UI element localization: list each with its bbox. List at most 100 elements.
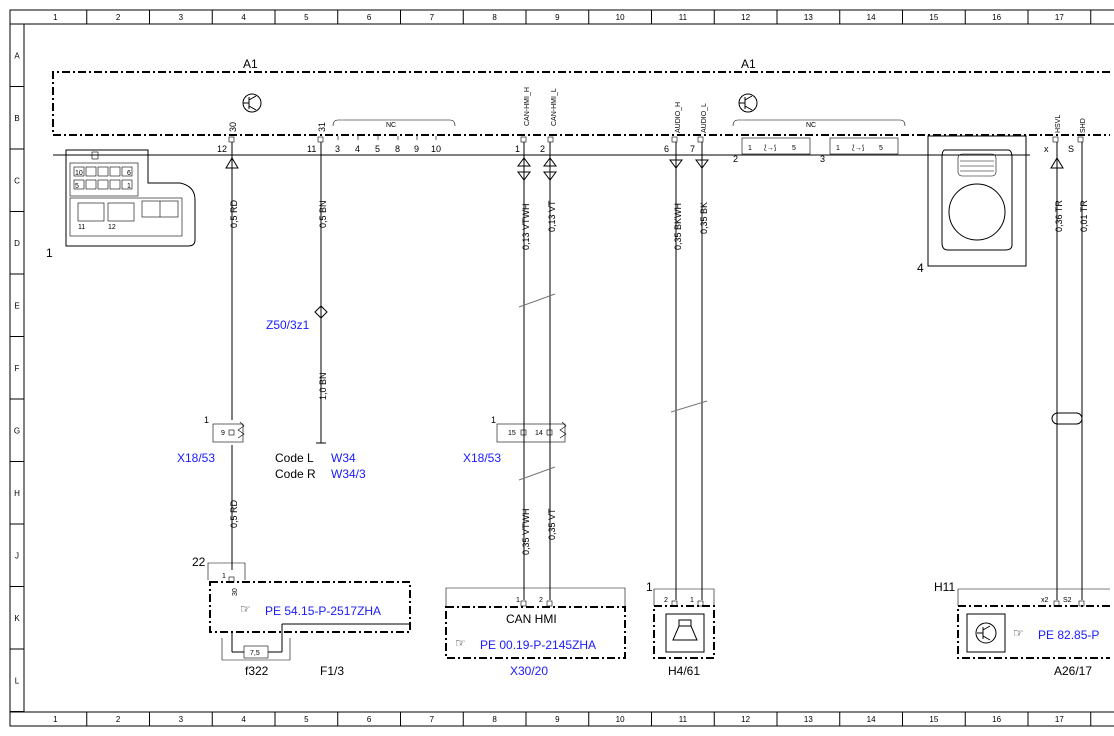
reference-icon: ☞ [1013,626,1024,640]
grid-row-label: D [14,239,20,248]
code-r-link[interactable]: W34/3 [331,467,366,481]
svg-text:3: 3 [820,154,825,164]
svg-text:CAN HMI: CAN HMI [506,612,557,626]
svg-text:6: 6 [664,144,669,154]
x18-53-right: 1 15 14 X18/53 [463,415,567,465]
reference-icon: ☞ [455,636,466,650]
h4-61-speaker: 1 2 1 H4/61 [646,580,715,678]
grid-column-label: 1 [53,13,58,22]
z50-node: Z50/3z1 Code L W34 Code R W34/3 [266,318,366,481]
pe54-link[interactable]: PE 54.15-P-2517ZHA [265,604,381,618]
svg-text:9: 9 [414,144,419,154]
a1-label-right: A1 [741,57,756,71]
svg-text:0,35 VTWH: 0,35 VTWH [521,508,531,555]
svg-text:5: 5 [792,145,796,152]
grid-column-label: 16 [992,715,1001,724]
grid-column-label: 10 [616,715,625,724]
grid-column-label: 3 [179,13,184,22]
svg-text:0,5 RD: 0,5 RD [229,199,239,228]
svg-text:10: 10 [431,144,441,154]
svg-text:1: 1 [204,415,209,425]
svg-text:1: 1 [646,580,653,594]
a1-pin-labels: 30 31 CAN-HMI_H CAN-HMI_L AUDIO_H AUDIO_… [217,87,1087,164]
grid-column-label: 12 [741,715,750,724]
svg-text:1: 1 [515,144,520,154]
grid-column-label: 3 [179,715,184,724]
svg-text:10: 10 [75,170,83,177]
x30-20-link[interactable]: X30/20 [510,664,548,678]
svg-text:1: 1 [491,415,496,425]
svg-text:0,35 BKWH: 0,35 BKWH [673,203,683,250]
grid-row-label: A [14,51,20,60]
grid-column-label: 14 [867,13,876,22]
svg-text:A26/17: A26/17 [1054,664,1092,678]
x18-53-link[interactable]: X18/53 [177,451,215,465]
svg-text:5: 5 [75,183,79,190]
grid-row-label: C [14,176,20,185]
grid-column-label: 17 [1055,13,1064,22]
svg-text:⟅→⟆: ⟅→⟆ [852,144,865,152]
svg-text:5: 5 [879,145,883,152]
svg-text:0,35 BK: 0,35 BK [699,202,709,234]
svg-text:⟅→⟆: ⟅→⟆ [764,144,777,152]
svg-text:3: 3 [335,144,340,154]
svg-text:4: 4 [355,144,360,154]
grid-column-label: 7 [430,715,435,724]
grid-column-label: 11 [679,13,688,22]
svg-text:Code L: Code L [275,451,314,465]
pe00-link[interactable]: PE 00.19-P-2145ZHA [480,638,596,652]
grid-column-label: 9 [555,715,560,724]
grid-column-label: 8 [492,13,497,22]
grid-column-label: 5 [304,13,309,22]
svg-text:7: 7 [690,144,695,154]
connector-1-drawing: 10 6 5 1 11 12 1 [46,149,196,260]
svg-text:1: 1 [222,573,226,580]
code-l-link[interactable]: W34 [331,451,356,465]
a26-17-unit: H11 x2 S2 ☞ PE 82.85-P A26/17 [934,580,1110,678]
transistor-icon [966,613,1006,653]
svg-text:S: S [1068,144,1074,154]
grid-column-label: 4 [241,715,246,724]
a1-label-left: A1 [243,57,258,71]
svg-text:2: 2 [540,144,545,154]
svg-text:CAN-HMI_L: CAN-HMI_L [551,88,558,126]
svg-text:H4/61: H4/61 [668,664,700,678]
svg-text:31: 31 [317,122,327,132]
grid-column-label: 16 [992,13,1001,22]
grid-column-label: 13 [804,13,813,22]
svg-text:30: 30 [232,588,239,596]
svg-text:1: 1 [690,597,694,604]
svg-text:30: 30 [228,122,238,132]
grid-column-label: 6 [367,13,372,22]
svg-text:1: 1 [836,145,840,152]
grid-row-label: H [14,489,20,498]
grid-row-label: E [14,301,19,310]
a1-connector-1-label: 1 [46,246,53,260]
svg-text:11: 11 [307,144,316,154]
grid-row-label: J [15,551,19,560]
svg-text:2: 2 [664,597,668,604]
transistor-icon [242,93,262,113]
grid-row-label: F [15,364,20,373]
pe82-link[interactable]: PE 82.85-P [1038,628,1099,642]
grid-column-label: 7 [430,13,435,22]
svg-text:x2: x2 [1041,597,1049,604]
x18-53-link[interactable]: X18/53 [463,451,501,465]
svg-text:H11: H11 [934,580,955,594]
grid-column-label: 4 [241,13,246,22]
svg-text:8: 8 [395,144,400,154]
svg-text:CAN-HMI_H: CAN-HMI_H [524,87,531,126]
connector-4-drawing: 4 [917,135,1027,275]
svg-text:1: 1 [127,183,131,190]
z50-link[interactable]: Z50/3z1 [266,318,310,332]
grid-column-label: 9 [555,13,560,22]
grid-row-label: L [15,676,20,685]
transistor-icon [738,93,758,113]
svg-text:0,13 VTWH: 0,13 VTWH [521,203,531,250]
grid-column-label: 15 [929,715,938,724]
svg-text:0,5 BN: 0,5 BN [318,200,328,228]
grid-column-label: 8 [492,715,497,724]
svg-text:NC: NC [386,122,396,129]
svg-text:NC: NC [806,122,816,129]
